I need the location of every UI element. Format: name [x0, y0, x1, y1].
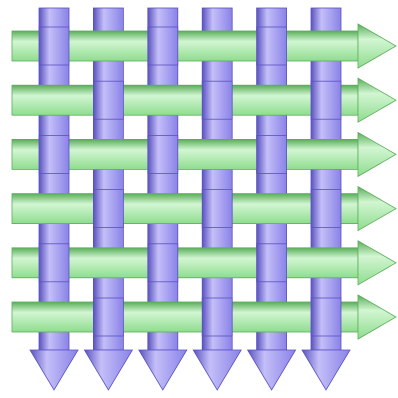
weft-thread-body	[12, 194, 358, 224]
warp-arrowhead	[139, 350, 187, 390]
warp-over-crossing	[202, 81, 232, 119]
weft-arrowhead	[358, 24, 396, 68]
weft-thread-body	[12, 85, 358, 115]
weft-arrowhead	[358, 295, 396, 339]
warp-arrowhead	[193, 350, 241, 390]
warp-over-crossing	[311, 298, 341, 336]
warp-over-crossing	[39, 244, 69, 282]
warp-over-crossing	[202, 298, 232, 336]
warp-over-crossing	[39, 27, 69, 65]
warp-arrowhead	[30, 350, 78, 390]
warp-over-crossing	[257, 27, 287, 65]
weft-arrowhead	[358, 241, 396, 285]
weft-arrowhead	[358, 78, 396, 122]
warp-over-crossing	[257, 135, 287, 173]
warp-over-crossing	[257, 244, 287, 282]
warp-over-crossing	[311, 190, 341, 228]
warp-over-crossing	[148, 244, 178, 282]
warp-over-crossing	[148, 27, 178, 65]
warp-over-crossing	[93, 81, 123, 119]
warp-over-crossing	[311, 81, 341, 119]
weft-thread-body	[12, 302, 358, 332]
warp-over-crossing	[148, 135, 178, 173]
warp-arrowhead	[248, 350, 296, 390]
warp-over-crossing	[93, 190, 123, 228]
warp-over-crossing	[39, 135, 69, 173]
warp-arrowhead	[302, 350, 350, 390]
weft-arrowhead	[358, 132, 396, 176]
warp-arrowhead	[84, 350, 132, 390]
weft-thread	[12, 132, 396, 176]
warp-front-layer	[39, 27, 341, 336]
warp-over-crossing	[93, 298, 123, 336]
weft-arrowhead	[358, 187, 396, 231]
warp-over-crossing	[202, 190, 232, 228]
